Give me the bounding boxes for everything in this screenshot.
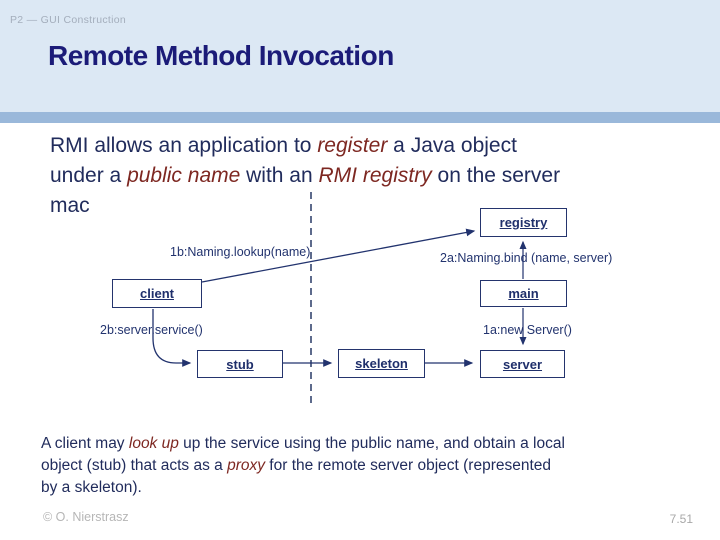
emphasis-look-up: look up (128, 435, 179, 452)
body-text-segment: under a (50, 164, 128, 187)
diagram-arrows (152, 192, 527, 404)
skeleton-label: skeleton (355, 356, 408, 371)
slide-title: Remote Method Invocation (48, 40, 394, 71)
diagram-box-registry: registry (480, 208, 567, 237)
body-text-segment: on the server (431, 164, 561, 187)
header-divider-band (0, 112, 720, 123)
caption-text-segment: A client may (41, 435, 129, 452)
registry-label: registry (499, 215, 548, 230)
caption-text-segment: up the service using the public name, an… (178, 435, 565, 452)
diagram-box-skeleton: skeleton (338, 349, 425, 378)
caption-text-segment: for the remote server object (represente… (265, 457, 552, 474)
body-line-2: under a public name with an RMI registry… (50, 161, 560, 191)
course-label: P2 — GUI Construction (10, 14, 127, 26)
body-text-segment: a Java object (387, 134, 517, 157)
emphasis-proxy: proxy (227, 457, 265, 474)
body-line-3: mac (50, 191, 560, 221)
lookup-arrow (201, 228, 476, 283)
service-call-arrow (152, 309, 192, 367)
body-line-1: RMI allows an application to register a … (50, 131, 560, 161)
server-label: server (502, 356, 543, 372)
client-label: client (140, 286, 174, 301)
body-text-segment: with an (240, 164, 319, 187)
caption-line-2: object (stub) that acts as a proxy for t… (41, 455, 565, 477)
annotation-naming-bind: 2a:Naming.bind (name, server) (440, 251, 613, 265)
caption-line-1: A client may look up up the service usin… (41, 433, 565, 455)
caption-text-segment: object (stub) that acts as a (41, 457, 228, 474)
diagram-box-client: client (112, 279, 202, 308)
annotation-naming-lookup: 1b:Naming.lookup(name) (170, 245, 311, 259)
footer-copyright: © O. Nierstrasz (43, 510, 129, 524)
caption-text-segment: by a skeleton). (41, 479, 142, 496)
diagram-box-stub: stub (197, 350, 283, 378)
annotation-new-server: 1a:new Server() (483, 323, 572, 337)
annotation-server-service: 2b:server.service() (100, 323, 203, 337)
diagram-box-server: server (480, 350, 565, 378)
emphasis-rmi-registry: RMI registry (318, 164, 432, 187)
body-text-segment: RMI allows an application to (50, 134, 318, 157)
diagram-box-main: main (480, 280, 567, 307)
emphasis-register: register (317, 134, 388, 157)
rmi-diagram: registry client main stub skeleton serve… (100, 190, 660, 420)
caption-paragraph: A client may look up up the service usin… (41, 433, 565, 499)
body-text-segment: mac (50, 194, 90, 217)
slide-header: P2 — GUI Construction Remote Method Invo… (0, 0, 720, 112)
main-label: main (508, 286, 539, 301)
body-paragraph: RMI allows an application to register a … (50, 131, 560, 221)
page-number: 7.51 (669, 512, 693, 526)
emphasis-public-name: public name (127, 164, 241, 187)
stub-label: stub (226, 356, 254, 372)
caption-line-3: by a skeleton). (41, 477, 565, 499)
